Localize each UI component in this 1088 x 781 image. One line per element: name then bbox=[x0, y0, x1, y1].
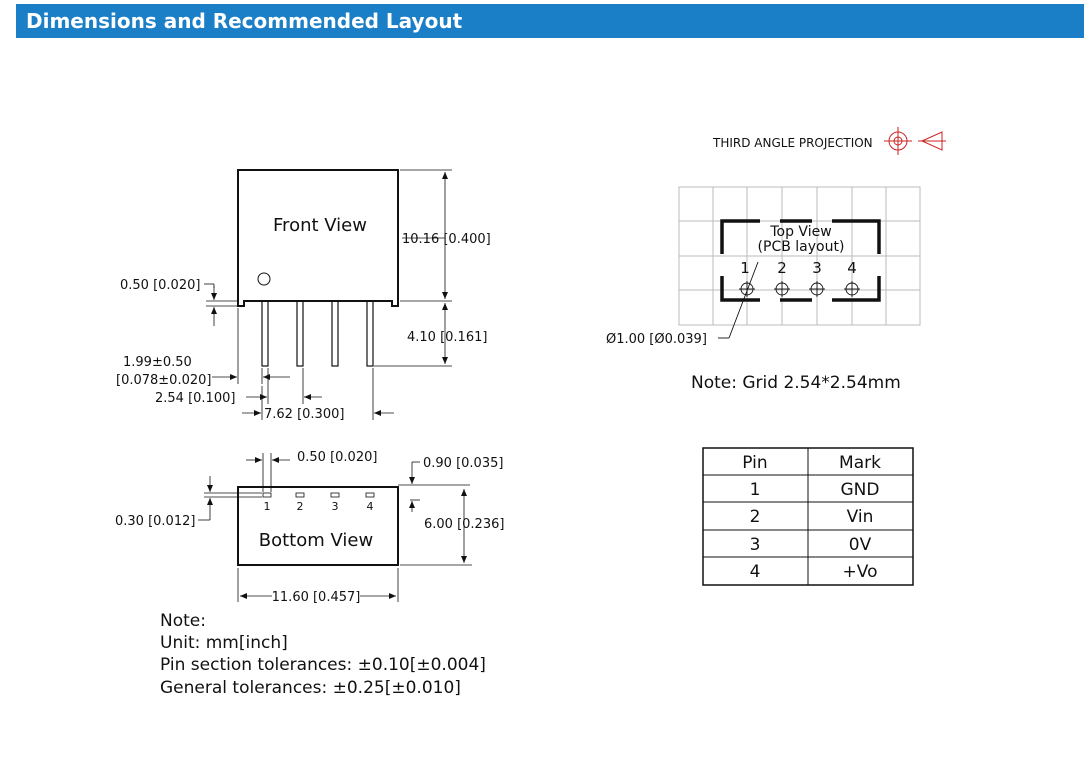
pcb-holes bbox=[718, 261, 860, 339]
dim-top-offset: 0.90 [0.035] bbox=[423, 456, 503, 471]
hole-leader bbox=[728, 261, 759, 339]
dim-pitch: 2.54 [0.100] bbox=[155, 391, 235, 406]
front-view-label: Front View bbox=[273, 215, 367, 236]
dim-length: 11.60 [0.457] bbox=[272, 590, 361, 605]
front-pin-2 bbox=[296, 300, 304, 367]
dim-pin-offset-line1: 1.99±0.50 bbox=[123, 355, 192, 370]
dim-pin-length: 4.10 [0.161] bbox=[407, 330, 487, 345]
pcb-layout-grid bbox=[678, 186, 921, 326]
front-pin-4 bbox=[366, 300, 374, 367]
header-bar: Dimensions and Recommended Layout bbox=[16, 4, 1084, 38]
table-cell-pin: 3 bbox=[750, 535, 761, 555]
bottom-view bbox=[198, 453, 472, 602]
notes-title: Note: bbox=[160, 611, 206, 631]
dim-height: 10.16 [0.400] bbox=[402, 232, 491, 247]
bottom-pin-2 bbox=[295, 492, 305, 498]
top-pin-number-4: 4 bbox=[847, 259, 857, 277]
dim-hole-diameter: Ø1.00 [Ø0.039] bbox=[606, 332, 707, 347]
bottom-pin-number-4: 4 bbox=[367, 500, 374, 513]
table-cell-mark: Vin bbox=[847, 507, 874, 527]
table-cell-mark: GND bbox=[841, 480, 880, 500]
front-view bbox=[204, 169, 452, 420]
page-title: Dimensions and Recommended Layout bbox=[26, 9, 463, 33]
top-pin-number-2: 2 bbox=[777, 259, 787, 277]
bottom-pin-number-2: 2 bbox=[297, 500, 304, 513]
dim-pin-thickness: 0.30 [0.012] bbox=[115, 514, 195, 529]
top-pin-number-3: 3 bbox=[812, 259, 822, 277]
note-general-tolerances: General tolerances: ±0.25[±0.010] bbox=[160, 678, 461, 698]
table-cell-pin: 4 bbox=[750, 562, 761, 582]
dim-pin-width: 0.50 [0.020] bbox=[297, 450, 377, 465]
top-view-label-line1: Top View bbox=[769, 224, 831, 240]
table-cell-mark: 0V bbox=[849, 535, 872, 555]
dim-span: 7.62 [0.300] bbox=[264, 407, 344, 422]
table-cell-pin: 1 bbox=[750, 480, 761, 500]
table-cell-mark: +Vo bbox=[843, 562, 878, 582]
table-header-mark: Mark bbox=[839, 453, 881, 473]
table-cell-pin: 2 bbox=[750, 507, 761, 527]
bottom-pin-4 bbox=[365, 492, 375, 498]
front-pin-3 bbox=[331, 300, 339, 367]
table-header-pin: Pin bbox=[742, 453, 767, 473]
front-pin-1 bbox=[261, 300, 269, 367]
grid-note: Note: Grid 2.54*2.54mm bbox=[691, 373, 901, 393]
bottom-pin-1 bbox=[262, 492, 272, 498]
top-view-label-line2: (PCB layout) bbox=[758, 239, 845, 255]
top-pin-number-1: 1 bbox=[740, 259, 750, 277]
note-pin-tolerances: Pin section tolerances: ±0.10[±0.004] bbox=[160, 655, 486, 675]
dim-pin-offset-line2: [0.078±0.020] bbox=[116, 373, 211, 388]
dim-depth: 6.00 [0.236] bbox=[424, 517, 504, 532]
front-view-body bbox=[237, 169, 399, 307]
bottom-pin-number-3: 3 bbox=[332, 500, 339, 513]
bottom-pin-number-1: 1 bbox=[264, 500, 271, 513]
dim-standoff: 0.50 [0.020] bbox=[120, 278, 200, 293]
pin1-indicator-circle bbox=[257, 272, 271, 286]
third-angle-projection-icon bbox=[884, 127, 946, 155]
bottom-view-body bbox=[237, 486, 399, 566]
bottom-pin-3 bbox=[330, 492, 340, 498]
bottom-view-label: Bottom View bbox=[259, 530, 373, 551]
note-unit: Unit: mm[inch] bbox=[160, 633, 288, 653]
top-view-outline bbox=[720, 219, 881, 302]
pin-table bbox=[702, 447, 914, 586]
projection-label: THIRD ANGLE PROJECTION bbox=[712, 136, 873, 150]
